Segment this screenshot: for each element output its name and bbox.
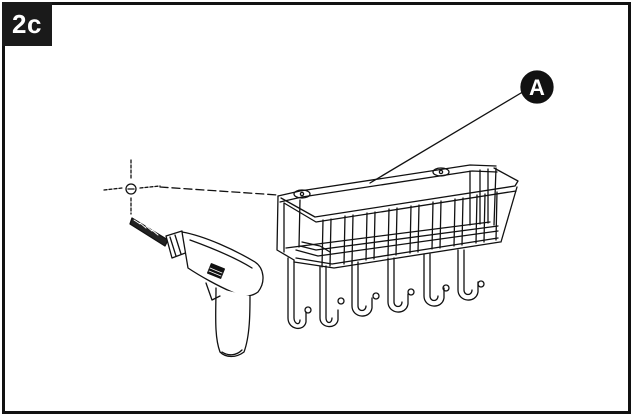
- hook-6: [457, 249, 479, 301]
- crosshair-icon: [103, 159, 161, 215]
- step-badge: 2c: [2, 2, 52, 46]
- hook-2: [319, 265, 339, 328]
- callout-label: A: [529, 75, 545, 100]
- callout-a: A: [369, 70, 554, 184]
- step-label: 2c: [12, 8, 42, 39]
- wire-basket: [276, 164, 519, 269]
- hook-3: [351, 261, 373, 317]
- hook-5: [423, 253, 445, 307]
- hook-1: [287, 257, 307, 329]
- hook-row: [287, 249, 485, 329]
- drill-icon: [129, 217, 264, 358]
- hook-4: [387, 257, 409, 313]
- alignment-line: [159, 186, 279, 196]
